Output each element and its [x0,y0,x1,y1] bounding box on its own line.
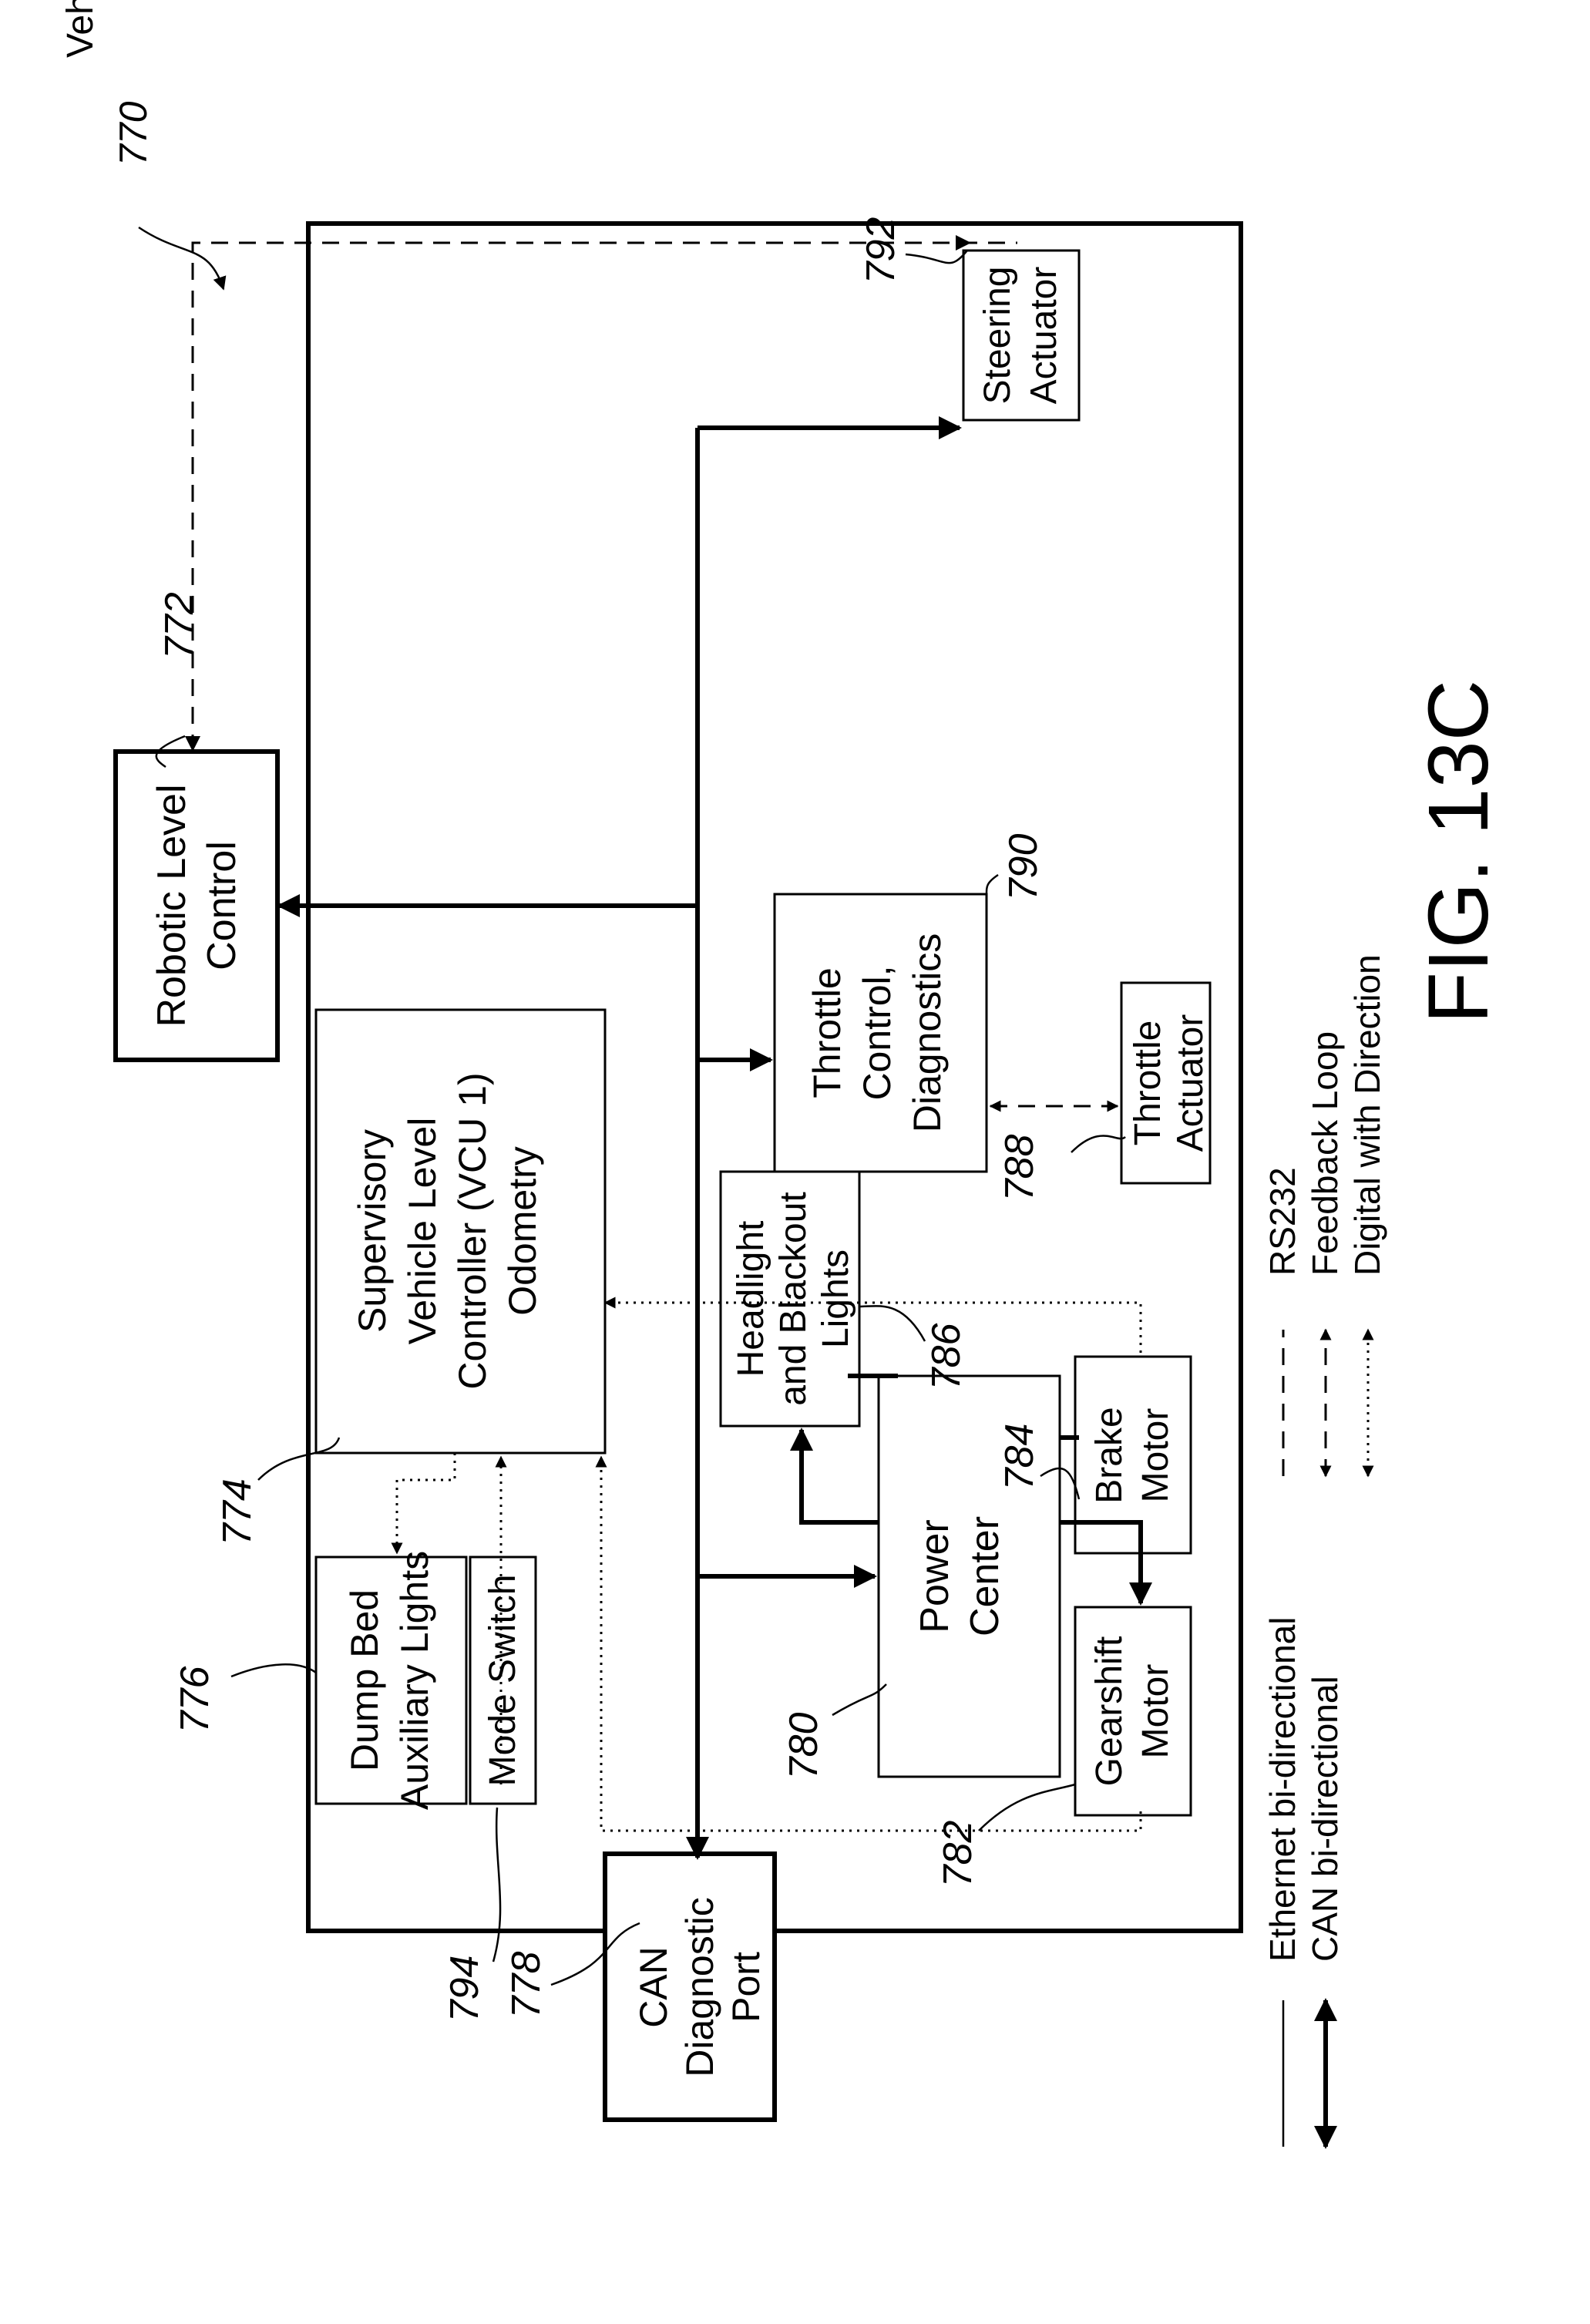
power-outputs [790,1374,1152,1606]
gearshift-line-2: Motor [1135,1664,1176,1759]
steering-ref-leader [905,250,968,264]
figure-label: FIG. 13C [1411,680,1506,1024]
can-port-ref: 778 [504,1952,549,2019]
steering-line-2: Actuator [1024,267,1064,405]
header-ref: 770 [112,101,155,166]
can-bus [277,416,962,1860]
brake-ref-leader [1040,1467,1081,1500]
header-leader [138,226,227,291]
power-center-ref: 780 [782,1713,826,1780]
robotic-level-control-block: Robotic Level Control [113,749,280,1062]
supervisory-line-2: Vehicle Level [401,1118,444,1345]
headlight-ref: 786 [924,1323,969,1391]
legend-feedback: Feedback Loop [1305,1031,1345,1276]
robotic-line-2: Control [200,841,244,970]
throttle-actuator-ref-leader [1071,1135,1126,1153]
throttle-control-block: Throttle Control, Diagnostics [773,893,988,1173]
mode-switch-label: Mode Switch [482,1575,523,1787]
robotic-ref-leader [155,735,186,769]
throttle-control-line-3: Diagnostics [906,933,949,1132]
headlight-line-1: Headlight [731,1221,771,1377]
mode-switch-ref-leader [492,1807,502,1962]
throttle-actuator-line-1: Throttle [1128,1021,1168,1146]
gearshift-ref-leader [978,1783,1076,1831]
legend-rs232: RS232 [1262,1167,1303,1276]
rotated-sheet: Vehicle Level Control 770 Robotic Level … [60,0,1506,2149]
power-center-ref-leader [832,1683,887,1717]
mode-switch-block: Mode Switch [469,1555,537,1805]
can-port-line-2: Diagnostic [678,1897,721,2077]
gearshift-motor-block: Gearshift Motor [1074,1606,1192,1817]
can-port-line-3: Port [724,1952,768,2023]
power-center-line-2: Center [963,1516,1007,1636]
brake-line-2: Motor [1135,1408,1176,1503]
headlight-lights-block: Headlight and Blackout Lights [719,1170,861,1428]
digital-links [391,1297,1142,1832]
steering-actuator-block: Steering Actuator [962,249,1081,422]
dump-bed-ref: 776 [173,1666,217,1734]
brake-motor-block: Brake Motor [1074,1355,1192,1555]
brake-line-1: Brake [1089,1407,1130,1503]
dump-bed-lights-block: Dump Bed Auxiliary Lights [314,1551,468,1810]
legend: Ethernet bi-directional CAN bi-direction… [1262,954,1387,2149]
rs232-link [185,235,1017,752]
throttle-control-ref-leader [985,873,999,895]
throttle-control-line-1: Throttle [805,967,849,1098]
supervisory-controller-block: Supervisory Vehicle Level Controller (VC… [314,1008,607,1455]
throttle-actuator-line-2: Actuator [1170,1014,1211,1152]
throttle-control-line-2: Control, [856,965,899,1100]
headlight-line-2: and Blackout [773,1192,814,1406]
supervisory-ref-leader [257,1437,341,1481]
power-center-block: Power Center [877,1374,1061,1778]
brake-ref: 784 [997,1424,1042,1491]
robotic-line-1: Robotic Level [150,784,194,1027]
legend-can: CAN bi-directional [1305,1676,1345,1962]
legend-ethernet: Ethernet bi-directional [1262,1617,1303,1962]
supervisory-ref: 774 [215,1478,260,1545]
power-center-line-1: Power [913,1519,957,1633]
throttle-actuator-block: Throttle Actuator [1120,981,1212,1185]
throttle-control-ref: 790 [1001,834,1046,901]
throttle-actuator-ref: 788 [997,1135,1042,1202]
can-port-line-1: CAN [632,1946,675,2028]
supervisory-line-1: Supervisory [351,1129,394,1333]
robotic-ref: 772 [157,592,202,659]
gearshift-line-1: Gearshift [1089,1636,1130,1787]
mode-switch-ref: 794 [442,1956,487,2023]
can-port-ref-leader [550,1922,640,1986]
steering-ref: 792 [859,217,903,284]
header-title: Vehicle Level Control [60,0,101,58]
can-diagnostic-port-block: CAN Diagnostic Port [603,1851,777,2122]
supervisory-line-4: Odometry [501,1146,544,1316]
dump-bed-line-2: Auxiliary Lights [393,1551,436,1810]
dump-bed-line-1: Dump Bed [343,1589,386,1771]
dump-bed-ref-leader [230,1663,317,1678]
legend-digital: Digital with Direction [1347,954,1387,1276]
headlight-line-3: Lights [815,1249,856,1348]
steering-line-1: Steering [977,267,1018,405]
supervisory-line-3: Controller (VCU 1) [451,1072,494,1389]
headlight-ref-leader [859,1305,926,1342]
